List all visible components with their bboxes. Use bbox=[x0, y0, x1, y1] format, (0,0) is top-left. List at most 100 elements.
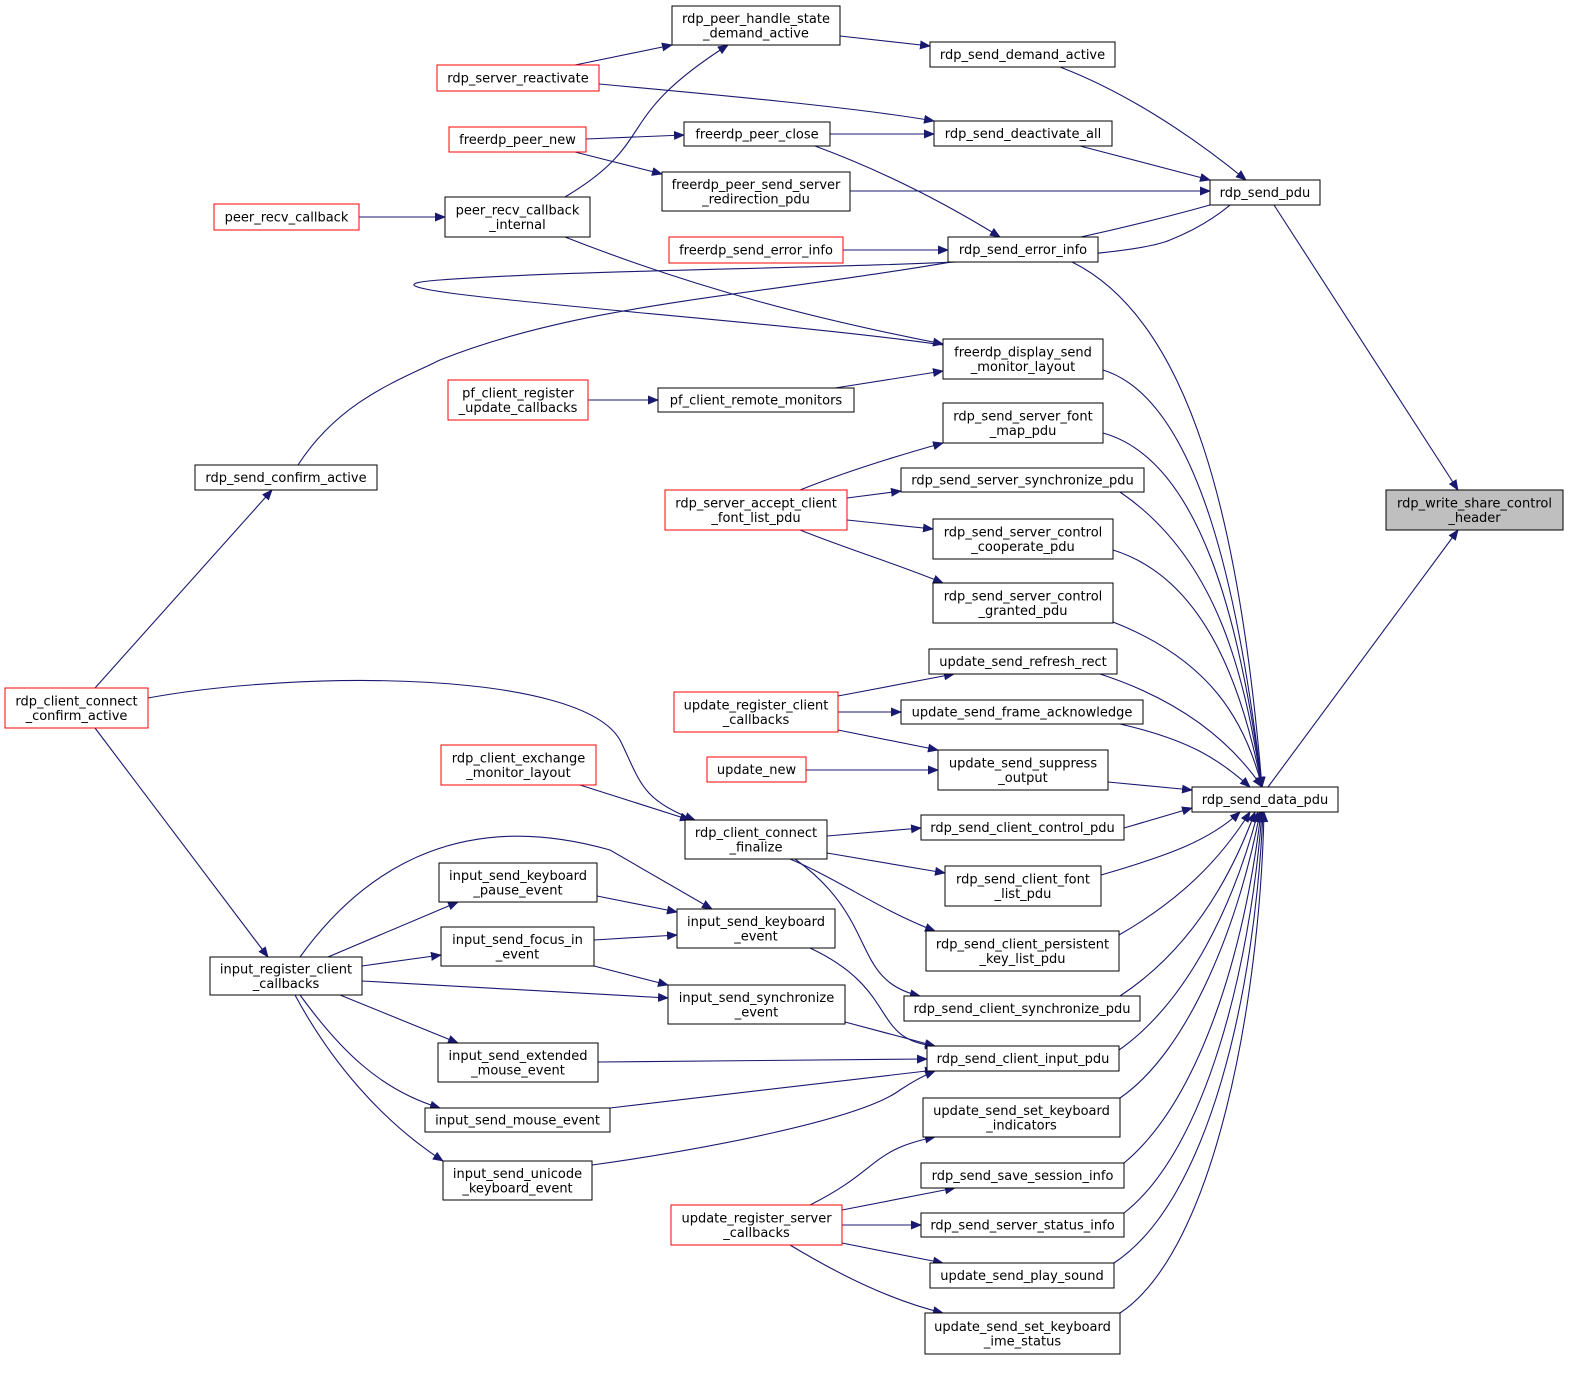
function-node-server_status[interactable]: rdp_send_server_status_info bbox=[920, 1212, 1125, 1238]
node-box bbox=[933, 120, 1113, 147]
function-node-send_error[interactable]: rdp_send_error_info bbox=[947, 236, 1099, 263]
function-node-server_reactivate[interactable]: rdp_server_reactivate bbox=[436, 64, 600, 92]
call-edge-connect_finalize-to-persistent bbox=[789, 858, 936, 932]
node-box bbox=[942, 338, 1104, 380]
call-edge-send_data_pdu-to-focus bbox=[1267, 529, 1459, 788]
function-node-focus[interactable]: rdp_write_share_control_header bbox=[1385, 489, 1564, 531]
node-label: update_send_suppress bbox=[949, 756, 1097, 771]
call-edge-frame_ack-to-send_data_pdu bbox=[1119, 723, 1251, 788]
node-box bbox=[213, 203, 360, 231]
node-label: _font_list_pdu bbox=[710, 511, 800, 526]
function-node-sync_event[interactable]: input_send_synchronize_event bbox=[667, 984, 846, 1025]
function-node-confirm_active[interactable]: rdp_send_confirm_active bbox=[194, 464, 378, 491]
function-node-refresh_rect[interactable]: update_send_refresh_rect bbox=[928, 648, 1118, 675]
function-node-pf_remote[interactable]: pf_client_remote_monitors bbox=[657, 387, 855, 413]
call-edge-accept_font-to-coop bbox=[846, 519, 934, 533]
node-label: freerdp_display_send bbox=[954, 345, 1092, 360]
function-node-connect_confirm[interactable]: rdp_client_connect_confirm_active bbox=[4, 687, 149, 729]
function-node-send_demand[interactable]: rdp_send_demand_active bbox=[929, 41, 1116, 68]
node-label: rdp_send_confirm_active bbox=[205, 471, 366, 486]
node-box bbox=[668, 236, 844, 264]
function-node-peer_redirect[interactable]: freerdp_peer_send_server_redirection_pdu bbox=[661, 171, 851, 212]
node-label: _granted_pdu bbox=[978, 604, 1068, 619]
function-node-peer_recv_cb[interactable]: peer_recv_callback bbox=[213, 203, 360, 231]
function-node-save_session[interactable]: rdp_send_save_session_info bbox=[920, 1162, 1125, 1189]
call-edge-peer_recv_int-to-peer_handle bbox=[564, 44, 729, 198]
function-node-suppress[interactable]: update_send_suppress_output bbox=[937, 749, 1109, 791]
call-edge-input_reg-to-kb_pause bbox=[327, 901, 459, 958]
function-node-frame_ack[interactable]: update_send_frame_acknowledge bbox=[900, 699, 1144, 725]
function-node-reg_client_cb[interactable]: update_register_client_callbacks bbox=[673, 691, 839, 733]
function-node-display_layout[interactable]: freerdp_display_send_monitor_layout bbox=[942, 338, 1104, 380]
node-box bbox=[926, 1045, 1120, 1072]
function-node-peer_close[interactable]: freerdp_peer_close bbox=[683, 121, 831, 147]
node-box bbox=[436, 64, 600, 92]
function-node-client_font[interactable]: rdp_send_client_font_list_pdu bbox=[944, 865, 1102, 907]
function-node-ext_mouse[interactable]: input_send_extended_mouse_event bbox=[437, 1042, 599, 1083]
node-label: _list_pdu bbox=[994, 887, 1052, 902]
node-label: rdp_server_reactivate bbox=[447, 72, 588, 87]
function-node-ime_status[interactable]: update_send_set_keyboard_ime_status bbox=[924, 1312, 1121, 1355]
function-node-reg_server_cb[interactable]: update_register_server_callbacks bbox=[670, 1204, 843, 1246]
function-node-server_sync[interactable]: rdp_send_server_synchronize_pdu bbox=[900, 467, 1145, 493]
call-edge-input_reg-to-mouse_event bbox=[299, 994, 441, 1110]
function-node-input_reg[interactable]: input_register_client_callbacks bbox=[209, 956, 363, 996]
call-edge-reg_server_cb-to-save_session bbox=[841, 1185, 956, 1211]
node-label: rdp_send_client_font bbox=[956, 872, 1090, 887]
function-node-fr_send_error[interactable]: freerdp_send_error_info bbox=[668, 236, 844, 264]
node-label: rdp_send_server_control bbox=[944, 589, 1103, 604]
function-node-kb_pause[interactable]: input_send_keyboard_pause_event bbox=[438, 862, 598, 903]
node-box bbox=[684, 819, 828, 860]
function-node-client_control[interactable]: rdp_send_client_control_pdu bbox=[920, 814, 1125, 841]
function-node-client_input[interactable]: rdp_send_client_input_pdu bbox=[926, 1045, 1120, 1072]
call-edge-coop-to-send_data_pdu bbox=[1112, 549, 1265, 788]
function-node-persistent[interactable]: rdp_send_client_persistent_key_list_pdu bbox=[925, 930, 1120, 972]
function-node-kb_event[interactable]: input_send_keyboard_event bbox=[676, 908, 836, 949]
node-box bbox=[4, 687, 149, 729]
call-edge-accept_font-to-server_sync bbox=[846, 487, 902, 499]
function-node-kb_indicators[interactable]: update_send_set_keyboard_indicators bbox=[922, 1097, 1121, 1138]
node-box bbox=[194, 464, 378, 491]
node-box bbox=[925, 930, 1120, 972]
node-label: _monitor_layout bbox=[465, 766, 570, 781]
call-edge-sync_event-to-client_input bbox=[844, 1021, 936, 1048]
call-edges bbox=[94, 35, 1459, 1315]
node-box bbox=[947, 236, 1099, 263]
call-edge-server_sync-to-send_data_pdu bbox=[1119, 491, 1265, 788]
function-node-peer_new[interactable]: freerdp_peer_new bbox=[448, 126, 587, 153]
function-node-pf_register[interactable]: pf_client_register_update_callbacks bbox=[447, 379, 589, 421]
function-node-focus_in[interactable]: input_send_focus_in_event bbox=[440, 926, 595, 967]
node-label: input_register_client bbox=[220, 962, 352, 977]
node-box bbox=[928, 648, 1118, 675]
function-node-exchange_layout[interactable]: rdp_client_exchange_monitor_layout bbox=[440, 744, 597, 786]
function-node-peer_recv_int[interactable]: peer_recv_callback_internal bbox=[444, 196, 591, 238]
node-box bbox=[657, 387, 855, 413]
call-edge-peer_handle-to-send_demand bbox=[839, 35, 931, 50]
function-node-coop[interactable]: rdp_send_server_control_cooperate_pdu bbox=[932, 518, 1114, 560]
function-node-send_data_pdu[interactable]: rdp_send_data_pdu bbox=[1191, 786, 1339, 813]
call-edge-unicode_event-to-client_input bbox=[591, 1070, 936, 1166]
function-node-play_sound[interactable]: update_send_play_sound bbox=[929, 1262, 1115, 1289]
function-node-mouse_event[interactable]: input_send_mouse_event bbox=[424, 1107, 611, 1133]
node-label: rdp_send_server_synchronize_pdu bbox=[911, 474, 1134, 489]
function-node-deactivate_all[interactable]: rdp_send_deactivate_all bbox=[933, 120, 1113, 147]
function-node-send_pdu[interactable]: rdp_send_pdu bbox=[1209, 179, 1321, 206]
function-node-font_map[interactable]: rdp_send_server_font_map_pdu bbox=[942, 402, 1104, 444]
function-node-unicode_event[interactable]: input_send_unicode_keyboard_event bbox=[442, 1160, 593, 1201]
function-node-connect_finalize[interactable]: rdp_client_connect_finalize bbox=[684, 819, 828, 860]
node-label: _header bbox=[1447, 511, 1501, 526]
node-box bbox=[937, 749, 1109, 791]
node-label: input_send_unicode bbox=[453, 1167, 582, 1182]
function-node-accept_font[interactable]: rdp_server_accept_client_font_list_pdu bbox=[664, 489, 848, 531]
node-label: _indicators bbox=[985, 1118, 1057, 1133]
call-edge-input_reg-to-ext_mouse bbox=[339, 994, 459, 1044]
function-node-peer_handle[interactable]: rdp_peer_handle_state_demand_active bbox=[671, 5, 841, 46]
call-edge-display_layout-to-send_data_pdu bbox=[1102, 369, 1266, 788]
call-edge-mouse_event-to-client_input bbox=[609, 1066, 936, 1109]
node-label: _output bbox=[997, 771, 1047, 786]
node-label: freerdp_peer_close bbox=[695, 128, 818, 143]
function-node-update_new[interactable]: update_new bbox=[706, 756, 807, 783]
function-node-granted[interactable]: rdp_send_server_control_granted_pdu bbox=[932, 582, 1114, 624]
function-node-client_sync[interactable]: rdp_send_client_synchronize_pdu bbox=[903, 995, 1141, 1022]
